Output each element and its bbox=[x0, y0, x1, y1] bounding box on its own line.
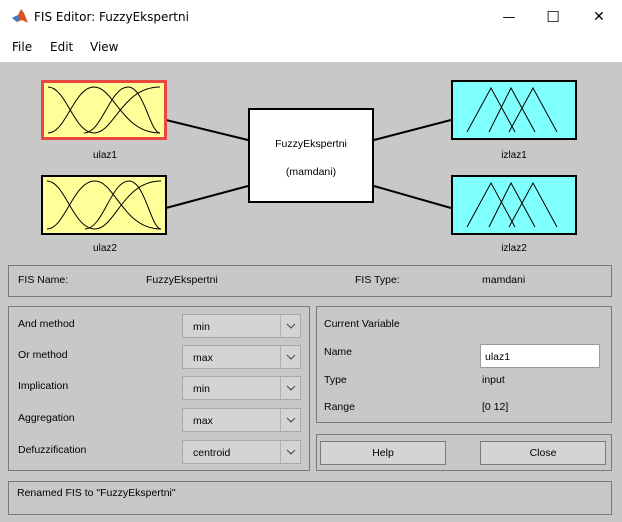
output-label-izlaz2: izlaz2 bbox=[501, 243, 527, 254]
variable-name-label: Name bbox=[324, 346, 353, 358]
close-icon: ✕ bbox=[593, 9, 605, 25]
status-message: Renamed FIS to "FuzzyEkspertni" bbox=[17, 487, 176, 499]
variable-name-value: ulaz1 bbox=[485, 351, 511, 363]
and-method-label: And method bbox=[18, 318, 75, 330]
aggregation-dropdown[interactable]: max bbox=[182, 408, 301, 432]
input-label-ulaz2: ulaz2 bbox=[93, 243, 117, 254]
defuzzification-value: centroid bbox=[193, 447, 231, 459]
variable-name-input[interactable]: ulaz1 bbox=[480, 344, 600, 368]
and-method-dropdown[interactable]: min bbox=[182, 314, 301, 338]
implication-dropdown[interactable]: min bbox=[182, 376, 301, 400]
connection-lines bbox=[165, 119, 452, 209]
fis-name-value: FuzzyEkspertni bbox=[146, 274, 218, 286]
maximize-button[interactable]: ☐ bbox=[530, 0, 576, 34]
menu-file[interactable]: File bbox=[12, 40, 33, 54]
input-label-ulaz1: ulaz1 bbox=[93, 150, 117, 161]
maximize-icon: ☐ bbox=[546, 8, 560, 26]
aggregation-value: max bbox=[193, 415, 213, 427]
or-method-label: Or method bbox=[18, 349, 68, 361]
output-variable-izlaz1[interactable] bbox=[451, 80, 577, 140]
variable-range-label: Range bbox=[324, 401, 355, 413]
fis-type-value: mamdani bbox=[482, 274, 526, 286]
or-method-value: max bbox=[193, 352, 213, 364]
chevron-down-icon bbox=[280, 315, 300, 337]
minimize-button[interactable]: — bbox=[486, 0, 532, 34]
title-bar bbox=[0, 0, 622, 36]
variable-type-label: Type bbox=[324, 374, 347, 386]
fis-name-label: FIS Name: bbox=[18, 274, 69, 286]
input-variable-ulaz2[interactable] bbox=[41, 175, 167, 235]
menu-view[interactable]: View bbox=[90, 40, 119, 54]
membership-functions-icon bbox=[466, 86, 558, 133]
status-panel bbox=[8, 481, 612, 515]
fis-type-label: FIS Type: bbox=[355, 274, 400, 286]
variable-range-value: [0 12] bbox=[482, 401, 509, 413]
help-button[interactable]: Help bbox=[320, 441, 446, 465]
menu-bar bbox=[0, 36, 622, 58]
membership-functions-icon bbox=[47, 86, 161, 134]
close-button[interactable]: Close bbox=[480, 441, 606, 465]
membership-functions-icon bbox=[466, 181, 558, 228]
output-variable-izlaz2[interactable] bbox=[451, 175, 577, 235]
or-method-dropdown[interactable]: max bbox=[182, 345, 301, 369]
defuzzification-dropdown[interactable]: centroid bbox=[182, 440, 301, 464]
system-type: (mamdani) bbox=[285, 166, 337, 178]
variable-type-value: input bbox=[482, 374, 505, 386]
close-window-button[interactable]: ✕ bbox=[576, 0, 622, 34]
and-method-value: min bbox=[193, 321, 210, 333]
window-title: FIS Editor: FuzzyEkspertni bbox=[34, 10, 189, 24]
fis-system-block[interactable]: FuzzyEkspertni (mamdani) bbox=[248, 108, 374, 203]
chevron-down-icon bbox=[280, 346, 300, 368]
matlab-icon bbox=[12, 9, 28, 23]
current-variable-title: Current Variable bbox=[324, 318, 400, 330]
output-label-izlaz1: izlaz1 bbox=[501, 150, 527, 161]
defuzzification-label: Defuzzification bbox=[18, 444, 87, 456]
minimize-icon: — bbox=[502, 9, 516, 25]
system-name: FuzzyEkspertni bbox=[275, 138, 347, 150]
chevron-down-icon bbox=[280, 409, 300, 431]
input-variable-ulaz1[interactable] bbox=[41, 80, 167, 140]
aggregation-label: Aggregation bbox=[18, 412, 75, 424]
chevron-down-icon bbox=[280, 441, 300, 463]
implication-label: Implication bbox=[18, 380, 69, 392]
menu-edit[interactable]: Edit bbox=[50, 40, 74, 54]
fis-info-panel bbox=[8, 265, 612, 297]
implication-value: min bbox=[193, 383, 210, 395]
membership-functions-icon bbox=[46, 180, 162, 230]
chevron-down-icon bbox=[280, 377, 300, 399]
